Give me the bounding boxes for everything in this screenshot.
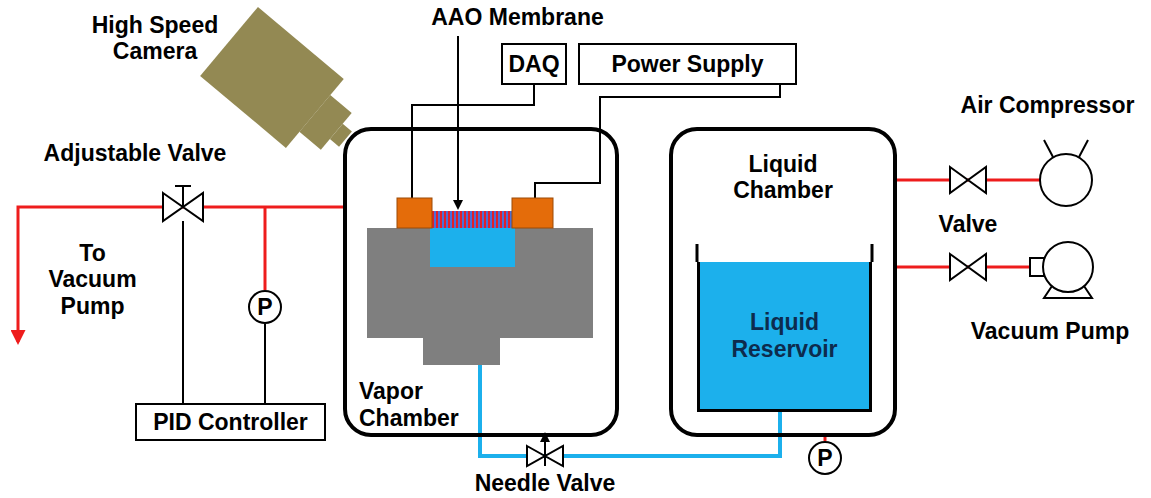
vapor-chamber: Vapor Chamber <box>343 127 619 437</box>
valve-symbol <box>950 254 986 280</box>
pump-label: Vacuum Pump <box>960 318 1140 344</box>
label-holder: Valve <box>930 211 1006 237</box>
compressor-tick <box>1079 140 1088 157</box>
electrode <box>512 198 553 228</box>
pressure-gauge: P <box>248 290 282 324</box>
label-holder: Needle Valve <box>470 470 620 496</box>
connector <box>412 85 534 127</box>
reservoir-wall <box>696 244 699 262</box>
needle-valve-stem <box>544 434 546 466</box>
control-wire <box>182 221 184 403</box>
leader-arrow <box>457 36 459 208</box>
node-text: P <box>817 445 832 471</box>
vacuum-pump-symbol <box>1043 242 1093 292</box>
label-holder: Air Compressor <box>955 92 1140 118</box>
electrode-wire <box>411 127 413 198</box>
liquid-tube <box>478 365 482 436</box>
valve-label: Needle Valve <box>470 470 620 496</box>
valve-handle <box>175 185 191 187</box>
compressor-label: Air Compressor <box>955 92 1140 118</box>
compressor-tick <box>1044 140 1053 157</box>
pressure-tap <box>264 207 267 290</box>
node-text: PID Controller <box>153 409 308 435</box>
liquid-chamber: Liquid ChamberLiquid Reservoir <box>669 127 897 437</box>
camera-lens <box>299 95 351 150</box>
label-holder: AAO Membrane <box>425 4 610 30</box>
liquid-reservoir: Liquid Reservoir <box>697 262 872 412</box>
node-text: DAQ <box>508 51 559 77</box>
liquid-cavity <box>430 228 515 267</box>
node-text: Liquid Chamber <box>713 151 853 204</box>
valve-stem <box>182 186 184 207</box>
node-text: Liquid Reservoir <box>720 309 850 362</box>
label-holder: To Vacuum Pump <box>40 240 145 319</box>
valve-label: Valve <box>930 211 1006 237</box>
connector <box>600 85 780 127</box>
air-compressor-symbol <box>1040 154 1092 206</box>
node-text: P <box>257 294 272 320</box>
label-holder: High Speed Camera <box>80 12 230 65</box>
valve-symbol <box>950 167 986 193</box>
sample-stage <box>367 228 593 365</box>
electrode-wire <box>535 127 600 198</box>
daq-box: DAQ <box>501 43 567 85</box>
vacuum-line <box>18 207 343 342</box>
pump-inlet <box>1030 258 1044 276</box>
electrode <box>397 198 432 228</box>
label-holder: Vacuum Pump <box>960 318 1140 344</box>
pid-controller-box: PID Controller <box>135 403 326 441</box>
node-text: Power Supply <box>611 51 763 77</box>
reservoir-wall <box>871 244 874 262</box>
power-supply-box: Power Supply <box>578 43 797 85</box>
membrane-label: AAO Membrane <box>425 4 610 30</box>
connector <box>264 324 266 403</box>
pump-base <box>1044 286 1092 298</box>
label-holder: Adjustable Valve <box>20 140 250 166</box>
vacuum-label: To Vacuum Pump <box>40 240 145 319</box>
valve-label: Adjustable Valve <box>20 140 250 166</box>
node-text: Vapor Chamber <box>359 378 484 431</box>
camera-nub <box>330 124 352 147</box>
pressure-gauge: P <box>808 441 842 475</box>
camera-label: High Speed Camera <box>80 12 230 65</box>
